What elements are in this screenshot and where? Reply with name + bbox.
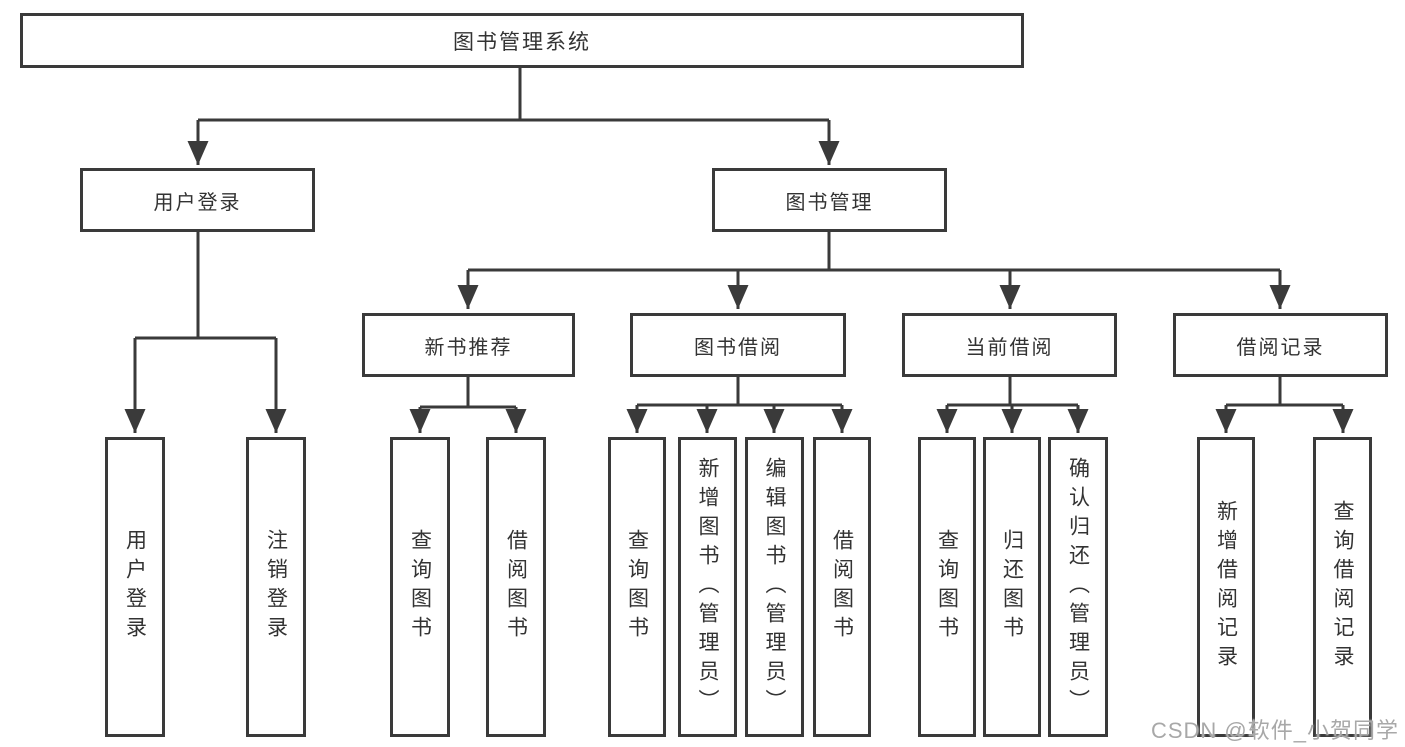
node-current-borrow: 当前借阅: [902, 313, 1117, 377]
leaf-recommend-query-books: 查询图书: [390, 437, 450, 737]
leaf-current-query-books: 查询图书: [918, 437, 976, 737]
leaf-borrow-query-books-label: 查询图书: [625, 529, 649, 645]
leaf-records-query-record-label: 查询借阅记录: [1331, 500, 1354, 674]
node-new-book-recommend-label: 新书推荐: [424, 336, 513, 359]
csdn-watermark: CSDN @软件_小贺同学: [1150, 718, 1399, 743]
leaf-user-login: 用户登录: [105, 437, 165, 737]
leaf-current-return-books: 归还图书: [983, 437, 1041, 737]
leaf-borrow-borrow-books: 借阅图书: [813, 437, 871, 737]
leaf-borrow-borrow-books-label: 借阅图书: [830, 529, 854, 645]
leaf-borrow-edit-books-admin: 编辑图书（管理员）: [745, 437, 804, 737]
node-library-management-system: 图书管理系统: [20, 13, 1024, 68]
leaf-borrow-add-books-admin-label: 新增图书（管理员）: [696, 456, 719, 718]
leaf-current-confirm-return-admin: 确认归还（管理员）: [1048, 437, 1108, 737]
leaf-borrow-query-books: 查询图书: [608, 437, 666, 737]
node-current-borrow-label: 当前借阅: [965, 336, 1054, 359]
node-book-management-label: 图书管理: [785, 191, 874, 214]
leaf-current-query-books-label: 查询图书: [935, 529, 959, 645]
node-borrow-records-label: 借阅记录: [1236, 336, 1325, 359]
node-user-login-label: 用户登录: [153, 191, 242, 214]
leaf-user-login-label: 用户登录: [123, 529, 147, 645]
node-user-login: 用户登录: [80, 168, 315, 232]
leaf-borrow-add-books-admin: 新增图书（管理员）: [678, 437, 737, 737]
leaf-borrow-edit-books-admin-label: 编辑图书（管理员）: [763, 456, 786, 718]
leaf-logout-label: 注销登录: [264, 529, 288, 645]
leaf-records-add-record: 新增借阅记录: [1197, 437, 1255, 737]
node-new-book-recommend: 新书推荐: [362, 313, 575, 377]
leaf-records-add-record-label: 新增借阅记录: [1214, 500, 1238, 674]
node-borrow-records: 借阅记录: [1173, 313, 1388, 377]
node-book-management: 图书管理: [712, 168, 947, 232]
node-book-borrow: 图书借阅: [630, 313, 846, 377]
leaf-recommend-borrow-books: 借阅图书: [486, 437, 546, 737]
node-library-management-system-label: 图书管理系统: [453, 30, 591, 54]
leaf-recommend-query-books-label: 查询图书: [408, 529, 432, 645]
leaf-logout: 注销登录: [246, 437, 306, 737]
leaf-records-query-record: 查询借阅记录: [1313, 437, 1372, 737]
leaf-current-return-books-label: 归还图书: [1000, 529, 1024, 645]
leaf-current-confirm-return-admin-label: 确认归还（管理员）: [1066, 456, 1090, 718]
leaf-recommend-borrow-books-label: 借阅图书: [504, 529, 528, 645]
node-book-borrow-label: 图书借阅: [694, 336, 782, 359]
